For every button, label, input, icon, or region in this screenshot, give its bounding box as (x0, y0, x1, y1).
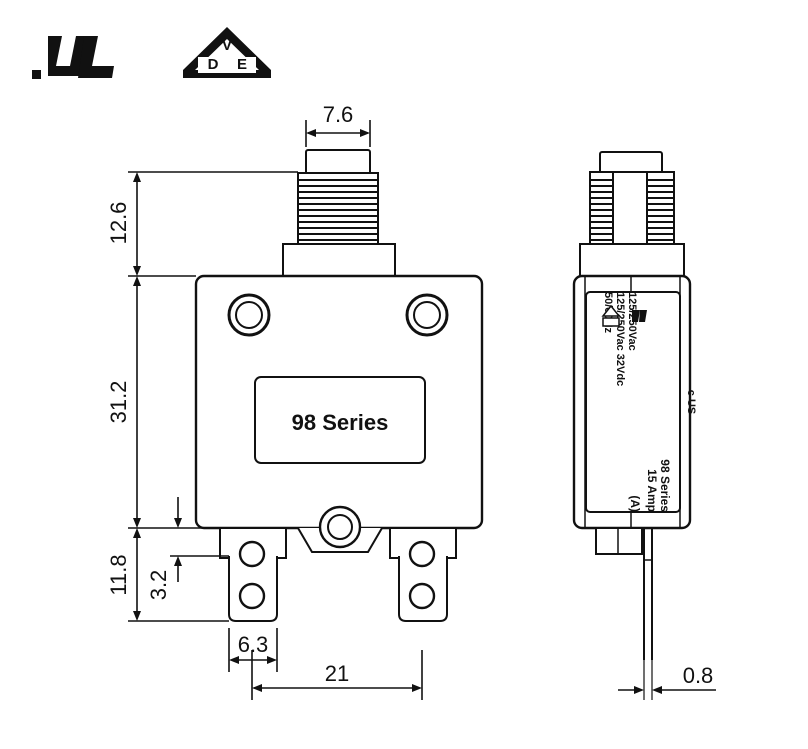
side-series-label: 98 Series (658, 459, 672, 512)
side-button-cap (599, 151, 663, 175)
dimension-arrows (133, 129, 662, 694)
dimension-lines (128, 120, 716, 700)
dim-button-height: 12.6 (106, 202, 131, 245)
vde-letter-v: V (222, 37, 232, 54)
side-stem-slot (612, 171, 648, 245)
mounting-hole-right (405, 293, 449, 337)
stem-collar (282, 243, 396, 278)
dim-terminal-width: 6.3 (238, 632, 269, 657)
dim-button-width: 7.6 (323, 102, 354, 127)
dim-terminal-offset: 3.2 (146, 570, 171, 601)
mounting-hole-left (227, 293, 271, 337)
side-terminal-base (595, 527, 643, 555)
button-cap (305, 149, 371, 176)
side-collar (579, 243, 685, 278)
side-cert-mark: c US (685, 390, 697, 414)
bottom-rivet-inner (327, 514, 353, 540)
terminal-right (389, 527, 457, 622)
series-label: 98 Series (292, 410, 389, 435)
terminal-left (219, 527, 287, 622)
dim-body-height: 31.2 (106, 381, 131, 424)
vde-letter-d: D (208, 56, 219, 73)
side-label-area (585, 291, 681, 513)
side-version-label: (A) (628, 495, 642, 512)
side-cert-icons (601, 304, 647, 327)
front-view: 98 Series (194, 149, 484, 622)
vde-letter-e: E (237, 56, 247, 73)
ul-logo: UL (32, 36, 114, 79)
stem-threads (298, 179, 378, 241)
side-rating-line-2: 125/250Vac 32Vdc (614, 292, 626, 386)
side-pin (643, 528, 653, 660)
dim-terminal-spacing: 21 (325, 661, 349, 686)
side-view: c US 125/250Vac 125/250Vac 32Vdc 50/60Hz… (572, 151, 697, 700)
dim-terminal-height: 11.8 (106, 554, 131, 595)
vde-logo: V D E (183, 27, 271, 78)
series-label-plate (254, 376, 426, 464)
dim-pin-thickness: 0.8 (683, 663, 714, 688)
side-amp-label: 15 Amp (645, 469, 659, 512)
